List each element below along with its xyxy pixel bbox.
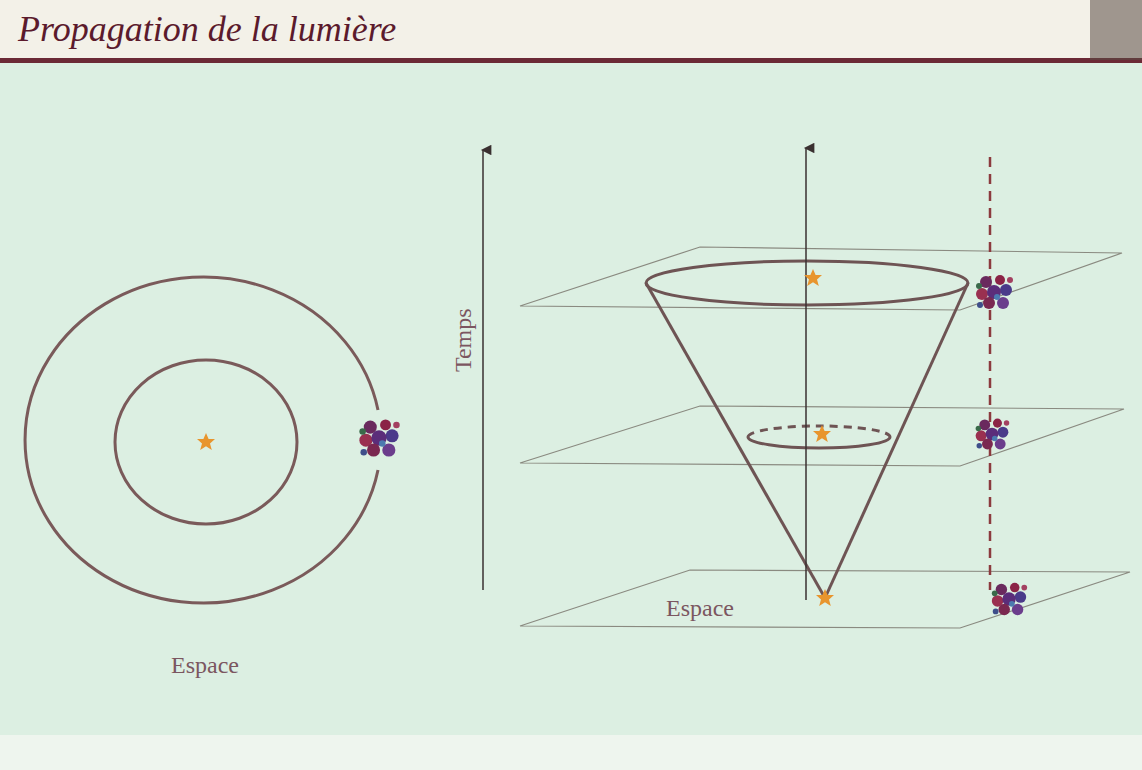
photo-shadow bbox=[1090, 0, 1142, 60]
star bbox=[816, 589, 834, 606]
space-label: Espace bbox=[168, 652, 242, 678]
galaxy bbox=[976, 419, 1010, 450]
title-rule bbox=[0, 58, 1142, 63]
star bbox=[197, 433, 215, 450]
star-worldline bbox=[805, 148, 807, 600]
space-planes bbox=[520, 247, 1130, 628]
slide-bottom bbox=[0, 735, 1142, 770]
galaxy-worldline bbox=[989, 157, 992, 590]
wave-fronts bbox=[25, 277, 378, 603]
star bbox=[813, 425, 831, 442]
space-label: Espace bbox=[663, 595, 737, 621]
light-cone bbox=[646, 261, 968, 598]
galaxy bbox=[976, 275, 1013, 309]
time-axis bbox=[482, 150, 484, 590]
title-bar bbox=[0, 0, 1142, 60]
galaxy bbox=[359, 419, 399, 456]
star bbox=[804, 269, 822, 286]
time-label: Temps bbox=[450, 305, 476, 375]
slide-title: Propagation de la lumière bbox=[18, 10, 396, 50]
galaxy bbox=[992, 583, 1027, 615]
